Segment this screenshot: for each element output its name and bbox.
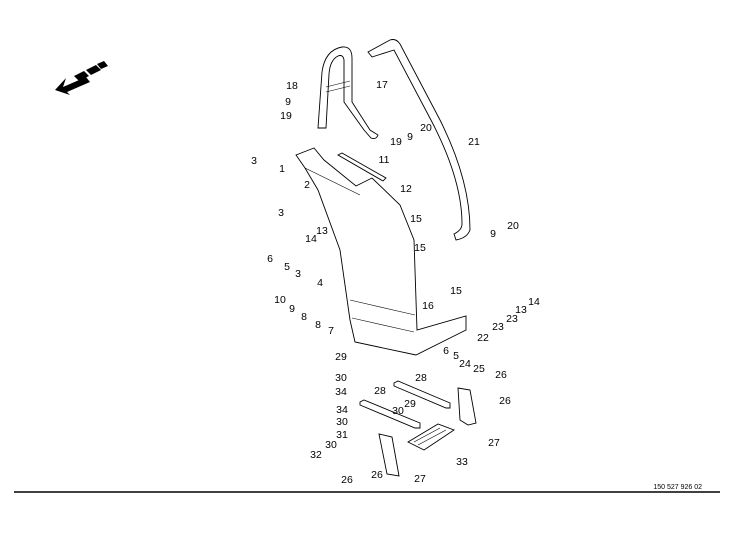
callout-label-27: 27 (488, 437, 500, 449)
callout-label-30: 30 (325, 439, 337, 451)
callout-label-7: 7 (328, 325, 334, 337)
frame-1 (295, 147, 467, 356)
callout-label-31: 31 (336, 429, 348, 441)
callout-label-14: 14 (528, 296, 540, 308)
callout-label-3: 3 (251, 155, 257, 167)
callout-label-9: 9 (407, 131, 413, 143)
callout-label-6: 6 (443, 345, 449, 357)
callout-label-9: 9 (289, 303, 295, 315)
callout-label-21: 21 (468, 136, 480, 148)
callout-label-3: 3 (295, 268, 301, 280)
callout-label-20: 20 (507, 220, 519, 232)
callout-label-34: 34 (335, 386, 347, 398)
plates-27 (378, 387, 477, 477)
callout-label-28: 28 (374, 385, 386, 397)
grab-rail-21 (367, 39, 471, 241)
callout-label-26: 26 (341, 474, 353, 486)
callout-label-13: 13 (515, 304, 527, 316)
callout-label-6: 6 (267, 253, 273, 265)
callout-label-9: 9 (490, 228, 496, 240)
callout-label-8: 8 (301, 311, 307, 323)
brackets-28 (359, 380, 451, 429)
callout-label-28: 28 (415, 372, 427, 384)
callout-label-27: 27 (414, 473, 426, 485)
callout-label-25: 25 (473, 363, 485, 375)
callout-label-32: 32 (310, 449, 322, 461)
callout-label-26: 26 (371, 469, 383, 481)
callout-label-15: 15 (414, 242, 426, 254)
callout-label-20: 20 (420, 122, 432, 134)
callout-label-2: 2 (304, 179, 310, 191)
callout-label-18: 18 (286, 80, 298, 92)
callout-label-23: 23 (492, 321, 504, 333)
step-33 (407, 423, 455, 451)
callout-label-29: 29 (335, 351, 347, 363)
callout-label-17: 17 (376, 79, 388, 91)
callout-label-8: 8 (315, 319, 321, 331)
callout-label-14: 14 (305, 233, 317, 245)
callout-label-30: 30 (336, 416, 348, 428)
callout-label-29: 29 (404, 398, 416, 410)
callout-label-30: 30 (335, 372, 347, 384)
direction-arrow-icon (55, 61, 108, 95)
callout-label-16: 16 (422, 300, 434, 312)
callout-label-5: 5 (284, 261, 290, 273)
drawing-number: 150 527 926 02 (653, 484, 702, 491)
callout-label-4: 4 (317, 277, 323, 289)
strip-11 (337, 152, 387, 182)
callout-label-12: 12 (400, 183, 412, 195)
callout-label-23: 23 (506, 313, 518, 325)
callout-label-15: 15 (450, 285, 462, 297)
callout-label-26: 26 (495, 369, 507, 381)
callout-label-1: 1 (279, 163, 285, 175)
callout-label-26: 26 (499, 395, 511, 407)
callout-label-15: 15 (410, 213, 422, 225)
callout-label-11: 11 (379, 154, 390, 166)
callout-label-13: 13 (316, 225, 328, 237)
callout-label-19: 19 (390, 136, 402, 148)
callout-label-19: 19 (280, 110, 292, 122)
callout-label-30: 30 (392, 405, 404, 417)
callout-label-24: 24 (459, 358, 471, 370)
callout-label-34: 34 (336, 404, 348, 416)
handrail-17 (317, 46, 379, 140)
callout-label-3: 3 (278, 207, 284, 219)
callout-label-33: 33 (456, 456, 468, 468)
callout-label-10: 10 (274, 294, 286, 306)
callout-label-9: 9 (285, 96, 291, 108)
callout-label-22: 22 (477, 332, 489, 344)
callout-label-5: 5 (453, 350, 459, 362)
